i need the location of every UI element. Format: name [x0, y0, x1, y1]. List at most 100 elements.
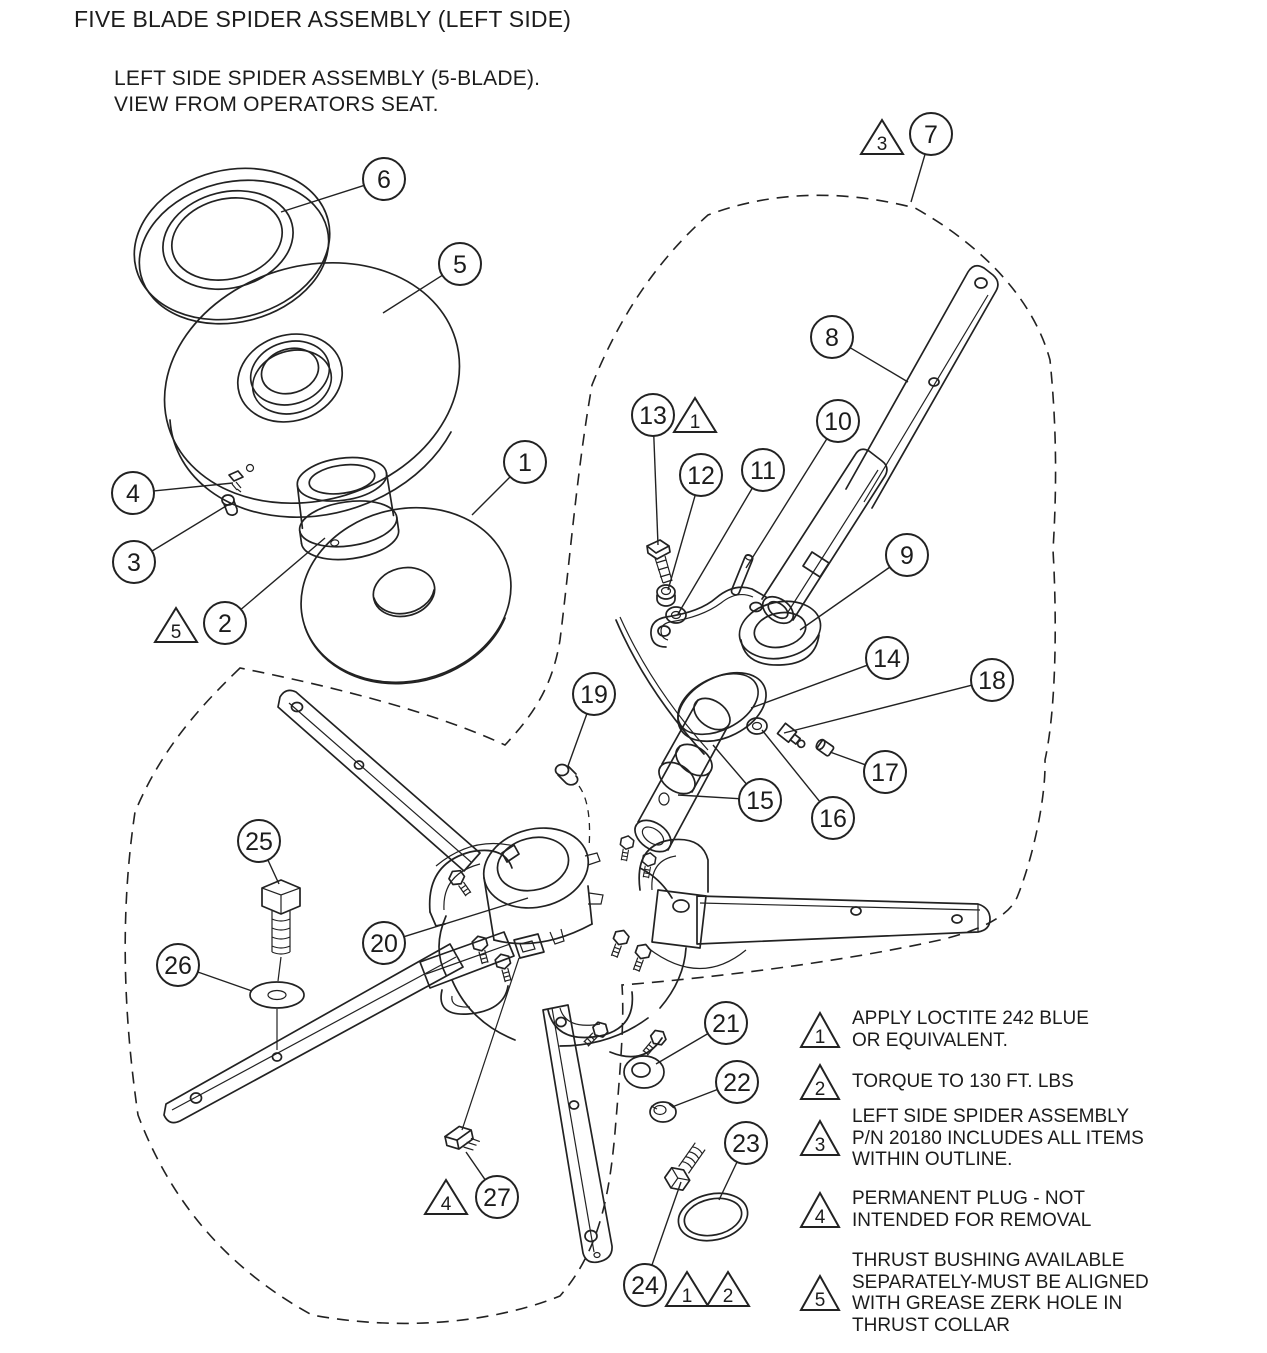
page-title: FIVE BLADE SPIDER ASSEMBLY (LEFT SIDE)	[74, 6, 572, 32]
svg-text:7: 7	[924, 121, 938, 149]
item-balloon-9: 9	[885, 533, 929, 577]
item-balloon-22: 22	[715, 1060, 759, 1104]
svg-text:2: 2	[218, 610, 232, 638]
part-pin-10	[730, 554, 754, 596]
svg-text:13: 13	[639, 402, 667, 430]
part-bolt-25	[261, 879, 301, 955]
flag-triangle-2: 2	[705, 1270, 751, 1307]
item-balloon-1: 1	[503, 440, 547, 484]
svg-text:1: 1	[518, 449, 532, 477]
svg-text:1: 1	[682, 1286, 693, 1307]
leader-line-20	[403, 897, 529, 938]
svg-text:18: 18	[978, 667, 1006, 695]
item-balloon-7: 7	[909, 112, 953, 156]
part-retainer-cover-6	[133, 167, 331, 325]
item-balloon-2: 2	[203, 601, 247, 645]
leader-line-25	[267, 859, 280, 885]
note-row-1: 1 APPLY LOCTITE 242 BLUE OR EQUIVALENT.	[798, 1008, 1198, 1051]
svg-text:6: 6	[377, 166, 391, 194]
item-balloon-3: 3	[112, 540, 156, 584]
part-set-screw-4	[228, 470, 244, 493]
leader-line-2	[240, 537, 326, 610]
svg-text:22: 22	[723, 1069, 751, 1097]
part-blade-bottom	[542, 1004, 613, 1264]
note-row-3: 3 LEFT SIDE SPIDER ASSEMBLY P/N 20180 IN…	[798, 1106, 1198, 1171]
svg-text:20: 20	[370, 930, 398, 958]
svg-text:25: 25	[245, 828, 273, 856]
leader-line-3	[151, 502, 232, 552]
svg-text:19: 19	[580, 681, 608, 709]
callout-layer: 1234567891011121314151617181920212223242…	[111, 112, 1014, 1307]
part-thrust-collar-2	[296, 456, 400, 561]
part-bolt-24	[663, 1142, 706, 1191]
leader-line-10	[745, 438, 828, 569]
svg-text:2: 2	[815, 1079, 826, 1100]
item-balloon-14: 14	[865, 636, 909, 680]
note-text: TORQUE TO 130 FT. LBS	[852, 1071, 1074, 1093]
leader-line-7	[910, 153, 926, 203]
note-text: THRUST BUSHING AVAILABLE SEPARATELY-MUST…	[852, 1250, 1149, 1336]
leader-line-18	[783, 684, 972, 734]
svg-text:15: 15	[746, 787, 774, 815]
leader-line-9	[799, 566, 891, 631]
leader-line-15	[677, 794, 740, 800]
item-balloon-15: 15	[738, 778, 782, 822]
leader-line-27	[465, 1151, 486, 1181]
leader-line-23	[718, 1161, 738, 1201]
part-washer-21	[623, 1055, 665, 1089]
flag-triangle-1: 1	[664, 1270, 710, 1307]
leader-line-8	[849, 347, 909, 383]
item-balloon-16: 16	[811, 796, 855, 840]
item-balloon-6: 6	[362, 157, 406, 201]
svg-text:3: 3	[815, 1135, 826, 1156]
part-plug-17	[815, 738, 835, 757]
leader-line-5	[382, 274, 443, 314]
svg-text:27: 27	[483, 1184, 511, 1212]
part-disc-upper-5	[163, 261, 461, 519]
leader-line-6	[280, 184, 365, 213]
part-spider-plate	[438, 867, 687, 1047]
part-blade-right	[696, 895, 991, 945]
part-blade-lower-left	[163, 943, 464, 1124]
leader-line-15	[712, 744, 747, 785]
leader-line-14	[750, 664, 868, 709]
note-text: PERMANENT PLUG - NOT INTENDED FOR REMOVA…	[852, 1188, 1092, 1231]
flag-triangle-5: 5	[153, 606, 199, 643]
bolt-icon	[470, 933, 493, 966]
part-plug-19	[554, 763, 591, 849]
part-bolt-13	[646, 539, 673, 584]
leader-line-26	[197, 971, 253, 992]
note-flag-triangle-3: 3	[799, 1119, 841, 1157]
svg-text:12: 12	[687, 462, 715, 490]
part-nut-22	[649, 1101, 677, 1123]
item-balloon-4: 4	[111, 471, 155, 515]
leader-line-24	[651, 1181, 682, 1266]
leader-line-12	[667, 495, 696, 591]
item-balloon-12: 12	[679, 453, 723, 497]
part-washer-11	[665, 606, 687, 624]
svg-text:11: 11	[750, 457, 776, 485]
item-balloon-13: 13	[631, 393, 675, 437]
svg-text:24: 24	[631, 1272, 659, 1300]
note-flag-triangle-1: 1	[799, 1010, 841, 1048]
svg-text:3: 3	[877, 134, 888, 155]
item-balloon-5: 5	[438, 242, 482, 286]
svg-text:1: 1	[690, 412, 701, 433]
item-balloon-10: 10	[816, 399, 860, 443]
leader-line-16	[761, 729, 821, 803]
svg-text:10: 10	[824, 408, 852, 436]
part-oring-23	[677, 1192, 749, 1242]
bolt-icon	[628, 941, 654, 975]
leader-line-21	[655, 1032, 709, 1065]
svg-text:5: 5	[815, 1290, 826, 1311]
part-nut-12	[656, 584, 676, 607]
part-clamp-right	[638, 838, 747, 970]
svg-text:14: 14	[873, 645, 901, 673]
part-washer-26	[249, 981, 305, 1009]
item-balloon-24: 24	[623, 1263, 667, 1307]
part-bushings-15	[634, 697, 731, 853]
svg-text:4: 4	[815, 1207, 826, 1228]
svg-text:5: 5	[171, 622, 182, 643]
svg-text:17: 17	[871, 759, 899, 787]
